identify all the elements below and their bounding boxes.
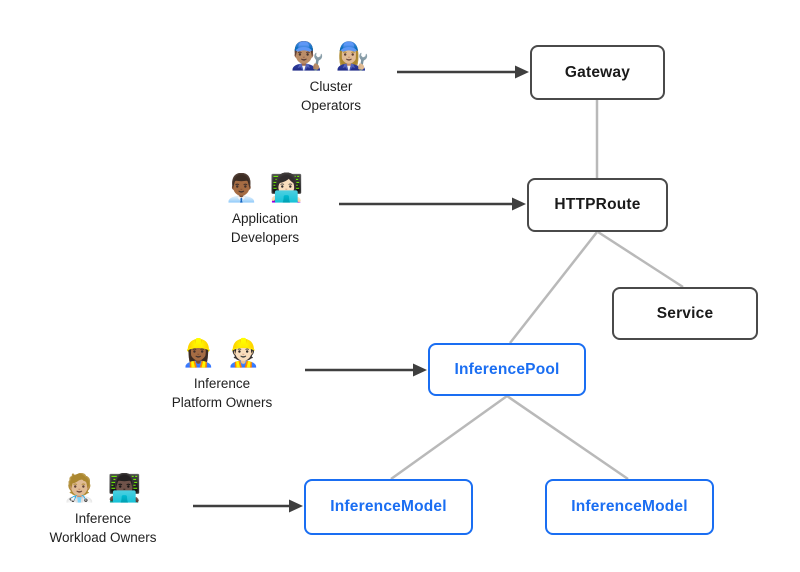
actor-label: Inference Platform Owners [127,375,317,412]
node-gateway: Gateway [530,45,665,100]
node-inferencemodel-right: InferenceModel [545,479,714,535]
edge-inferencepool-model-right [506,394,629,481]
node-service: Service [612,287,758,340]
node-inferencepool: InferencePool [428,343,586,396]
actor-label: Cluster Operators [236,78,426,115]
actor-label: Inference Workload Owners [8,510,198,547]
arrow-cluster-operators-to-gateway [397,65,529,79]
scientist-technologist-emojis-icon: 🧑🏼‍⚕️ 👨🏿‍💻 [62,473,144,503]
actor-label-line1: Cluster [309,79,353,94]
arrow-workload-owners-to-inferencemodel [193,499,303,513]
edge-inferencepool-model-left [390,394,508,481]
actor-label-line2: Developers [230,229,300,245]
actor-label-line1: Inference [193,376,251,391]
actor-cluster-operators: 👨🏽‍🔧 👩🏼‍🔧 Cluster Operators [236,38,426,115]
arrow-application-developers-to-httproute [339,197,526,211]
actor-label-line1: Application [231,211,299,226]
actor-application-developers: 👨🏾‍💼 👩🏻‍💻 Application Developers [170,170,360,247]
actor-label-line2: Platform Owners [171,394,273,410]
edge-httproute-service [597,230,684,289]
construction-worker-emojis-icon: 👷🏾‍♀️ 👷🏻 [181,338,263,368]
developer-emojis-icon: 👨🏾‍💼 👩🏻‍💻 [224,173,306,203]
actor-inference-workload-owners: 🧑🏼‍⚕️ 👨🏿‍💻 Inference Workload Owners [8,470,198,547]
mechanic-emojis-icon: 👨🏽‍🔧 👩🏼‍🔧 [290,41,372,71]
actor-label: Application Developers [170,210,360,247]
actor-inference-platform-owners: 👷🏾‍♀️ 👷🏻 Inference Platform Owners [127,335,317,412]
actor-label-line1: Inference [74,511,132,526]
actor-label-line2: Workload Owners [49,529,157,545]
arrow-platform-owners-to-inferencepool [305,363,427,377]
edge-httproute-inferencepool [509,231,598,344]
node-inferencemodel-left: InferenceModel [304,479,473,535]
node-httproute: HTTPRoute [527,178,668,232]
actor-label-line2: Operators [300,97,362,113]
